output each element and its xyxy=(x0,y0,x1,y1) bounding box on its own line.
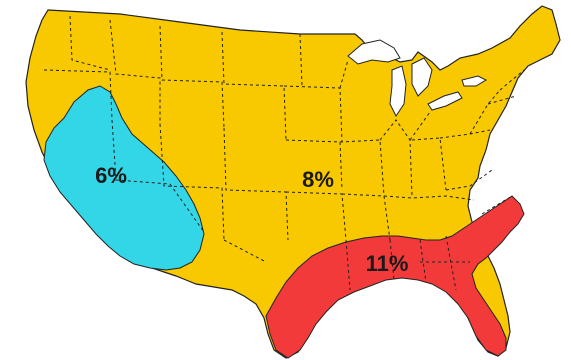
lake-ontario xyxy=(461,75,488,87)
southeast-zone xyxy=(265,195,525,359)
southeast-zone-label: 11% xyxy=(366,251,409,276)
lake-superior xyxy=(347,39,401,65)
central-zone-label: 8% xyxy=(302,167,334,192)
west-zone xyxy=(43,85,205,271)
lake-huron xyxy=(411,57,433,97)
state-boundaries xyxy=(43,15,525,291)
lake-michigan xyxy=(389,65,407,117)
west-zone-label: 6% xyxy=(95,163,127,188)
lake-erie xyxy=(427,91,463,111)
